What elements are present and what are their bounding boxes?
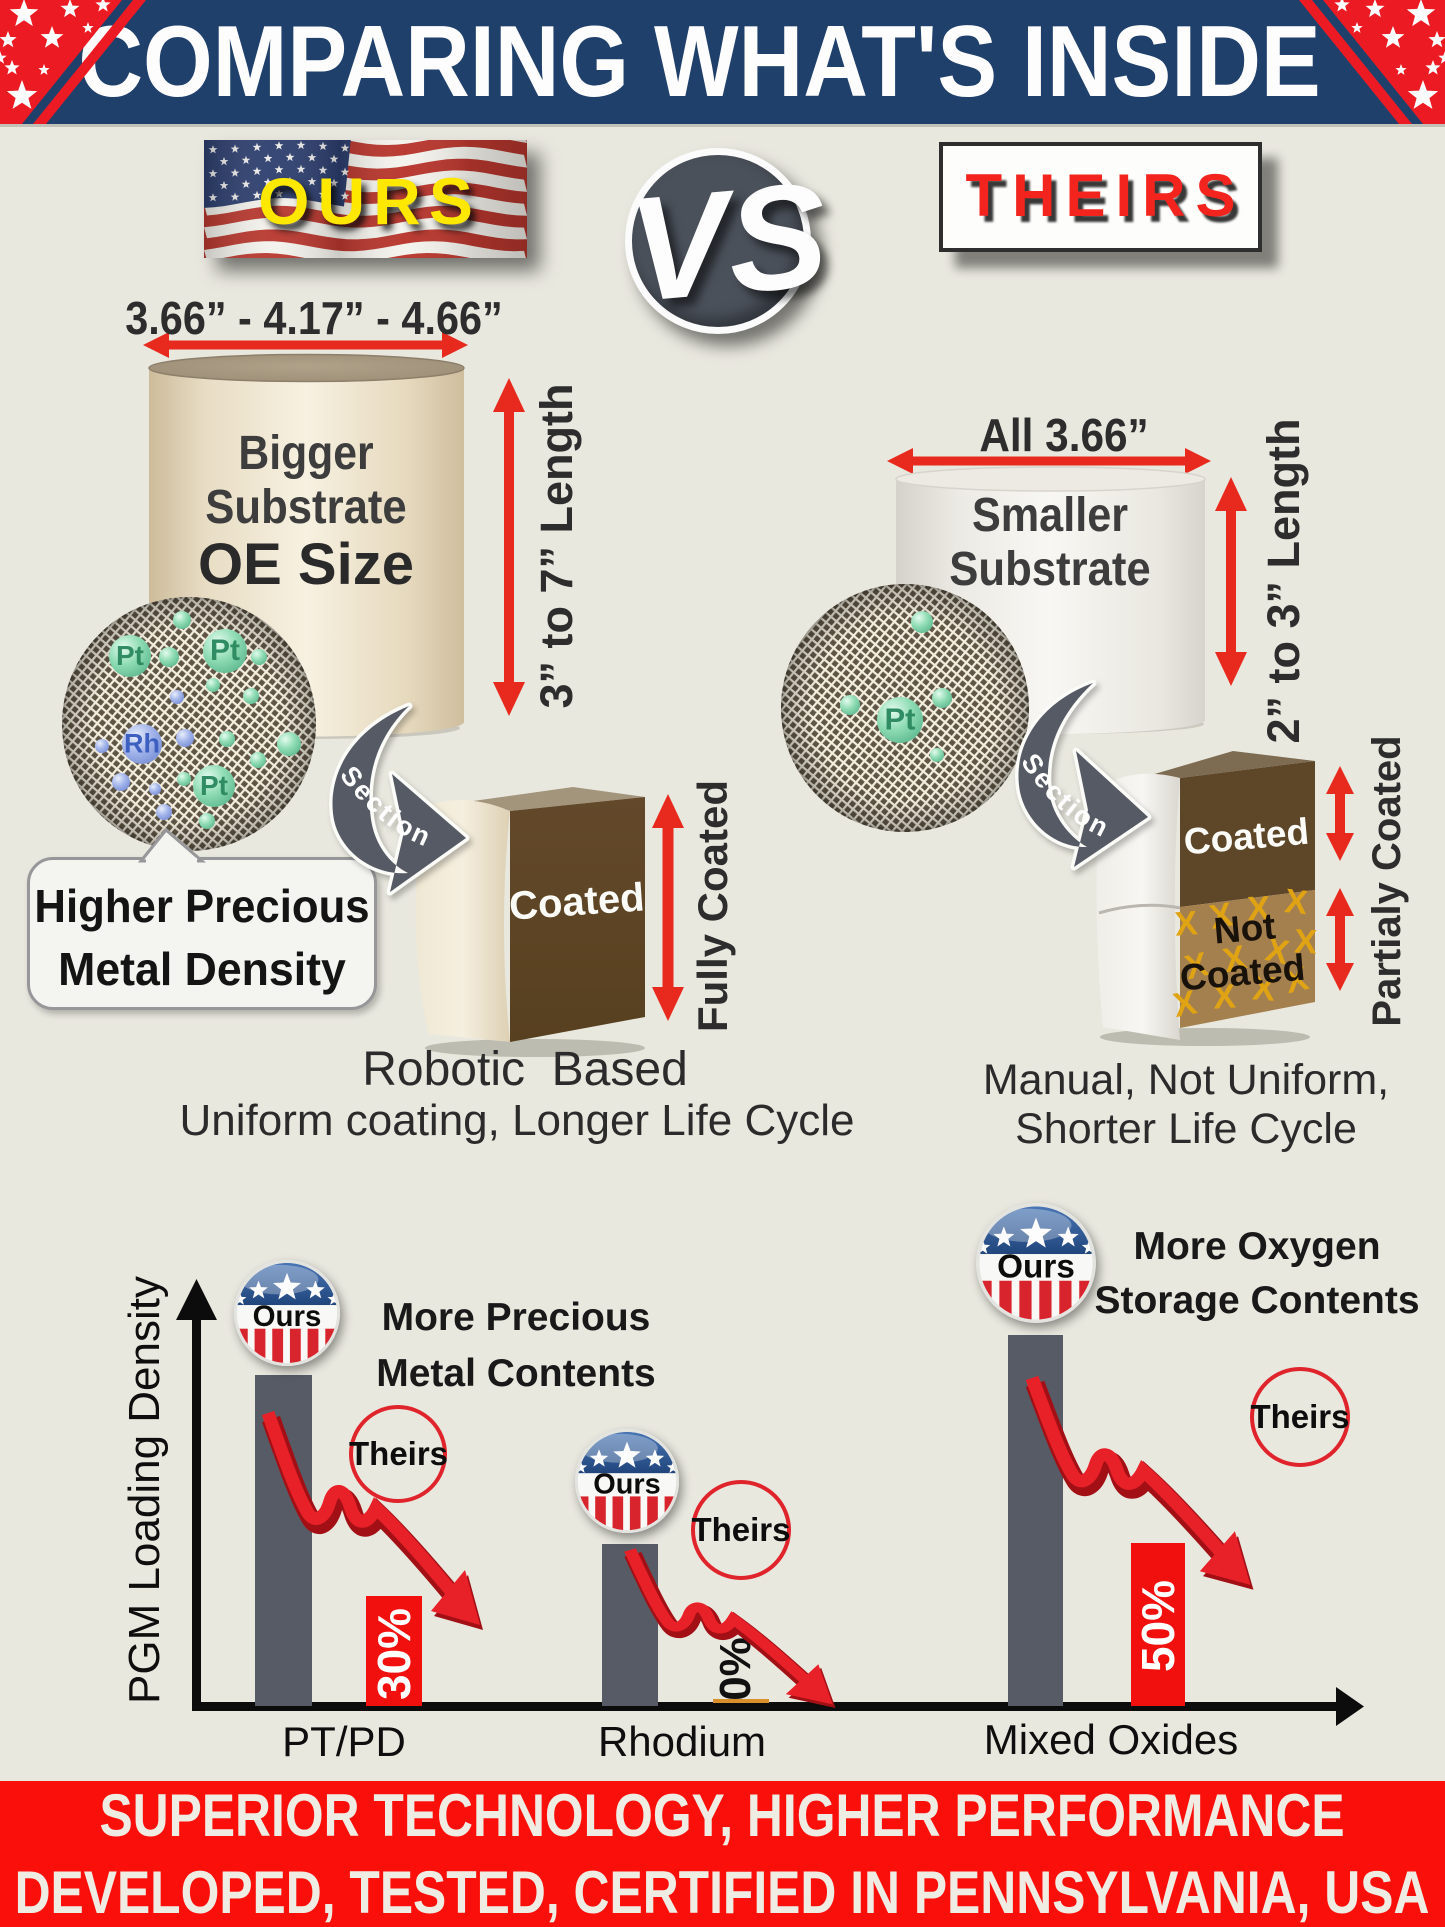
svg-text:Pt: Pt [116,640,144,671]
svg-text:X: X [1174,904,1200,944]
svg-text:Coated: Coated [508,875,646,928]
svg-text:X: X [1283,882,1310,922]
svg-text:X: X [1251,969,1277,1009]
svg-text:Pt: Pt [210,634,240,667]
svg-text:Ours: Ours [593,1469,660,1501]
svg-text:Not: Not [1212,905,1277,951]
svg-text:Rh: Rh [124,728,160,758]
svg-text:Ours: Ours [997,1248,1075,1285]
svg-text:Ours: Ours [253,1300,322,1333]
svg-text:Pt: Pt [885,702,916,737]
svg-text:Pt: Pt [200,770,228,801]
svg-text:X: X [1293,922,1318,961]
svg-text:X: X [1247,890,1271,929]
svg-text:X: X [1212,977,1237,1016]
